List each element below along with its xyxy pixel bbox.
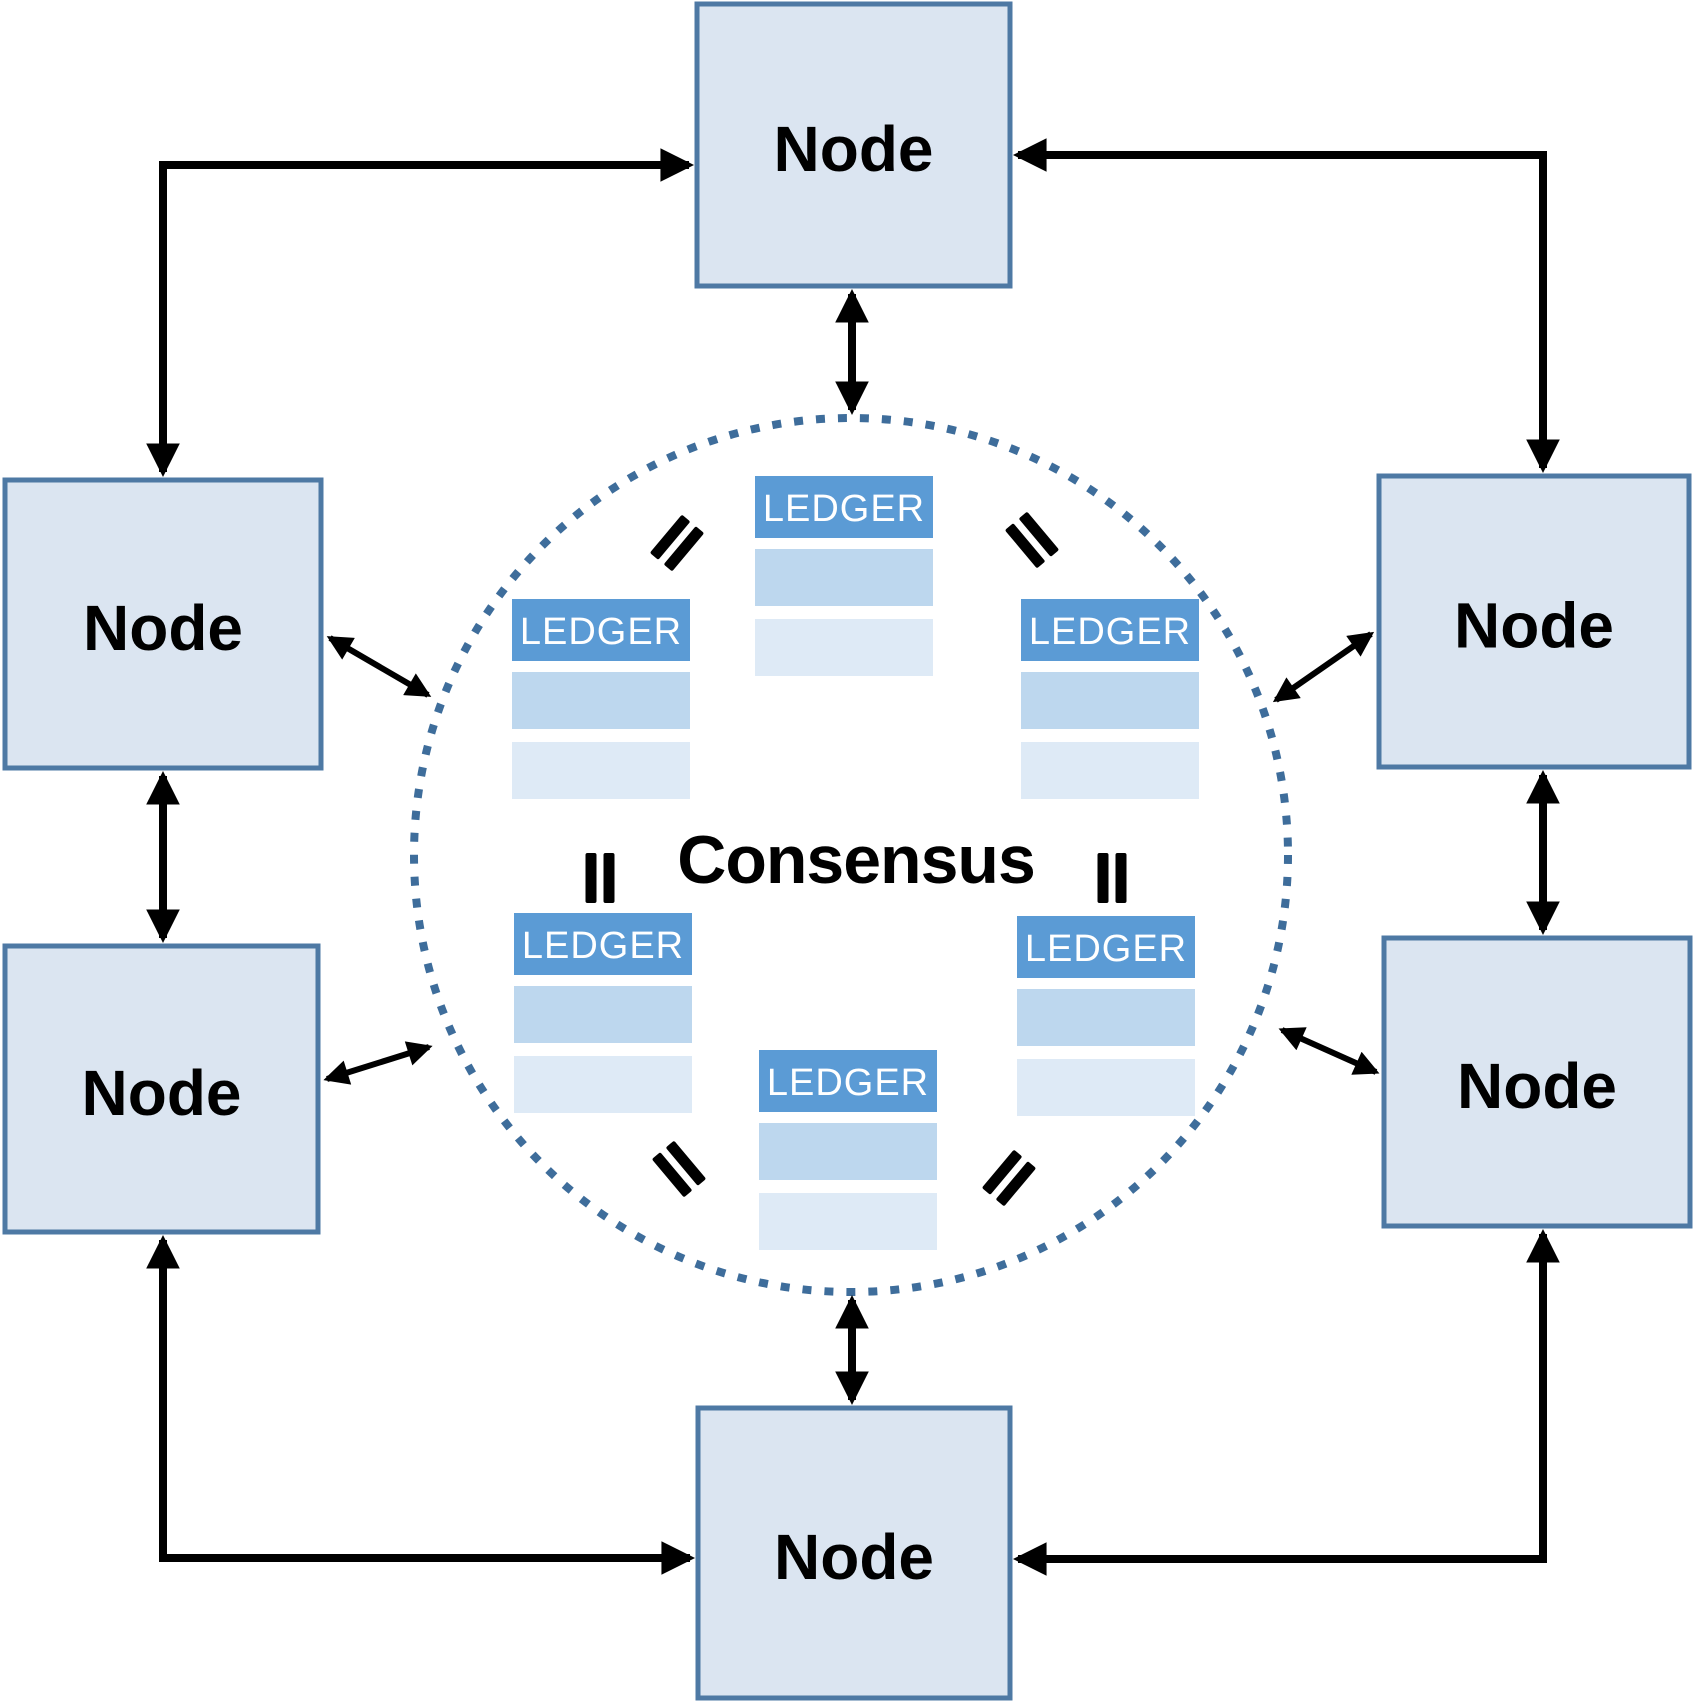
node-label-upper-right: Node (1454, 590, 1614, 662)
ledger-row1-upper-left (512, 672, 690, 729)
ledger-top-center: LEDGER (755, 476, 933, 676)
node-label-upper-left: Node (83, 592, 243, 664)
ledger-header-upper-right (1021, 599, 1199, 661)
node-box-lower-left (2, 943, 321, 1235)
node-label-top: Node (774, 113, 934, 185)
node-box-bottom (695, 1405, 1013, 1701)
ledger-row2-upper-right (1021, 742, 1199, 799)
arrow-lower-left-node-circle-link (323, 1041, 433, 1085)
node-label-lower-left: Node (82, 1057, 242, 1129)
equals-bar (1115, 853, 1127, 903)
ledger-row2-upper-left (512, 742, 690, 799)
equals-bar (652, 1152, 692, 1197)
ledger-row1-upper-right (1021, 672, 1199, 729)
ledger-row1-lower-right (1017, 989, 1195, 1046)
node-label-bottom: Node (774, 1521, 934, 1593)
equals-icon-mid-right (1097, 853, 1127, 903)
arrow-corner-top-right (1012, 138, 1560, 474)
equals-icon-mid-left (585, 853, 615, 903)
arrow-corner-bottom-left (146, 1234, 696, 1575)
arrow-corner-bottom-right (1012, 1228, 1560, 1576)
equals-bar (1097, 853, 1109, 903)
ledger-header-upper-left (512, 599, 690, 661)
consensus-label: Consensus (677, 822, 1035, 898)
ledger-upper-left: LEDGER (512, 599, 690, 799)
ledger-row2-lower-left (514, 1056, 692, 1113)
ledger-row1-lower-left (514, 986, 692, 1043)
node-top: Node (694, 1, 1013, 289)
ledger-label-upper-left: LEDGER (520, 611, 682, 653)
ledger-lower-left: LEDGER (514, 913, 692, 1113)
arrow-corner-top-left (146, 148, 695, 478)
equals-bar (666, 1141, 706, 1186)
ledger-label-bottom-center: LEDGER (767, 1062, 929, 1104)
equals-icon-upper-left (650, 515, 704, 571)
equals-bar (1019, 512, 1059, 557)
equals-bar (982, 1150, 1022, 1195)
node-box-top (694, 1, 1013, 289)
node-lower-right: Node (1381, 935, 1693, 1229)
ledger-row1-bottom-center (759, 1123, 937, 1180)
equals-icon-lower-left (652, 1141, 706, 1197)
ledger-header-bottom-center (759, 1050, 937, 1112)
ledger-label-top-center: LEDGER (763, 488, 925, 530)
equals-icon-upper-right (1005, 512, 1059, 568)
node-box-lower-right (1381, 935, 1693, 1229)
equals-bar (585, 853, 597, 903)
ledger-header-lower-left (514, 913, 692, 975)
equals-icon-lower-right (982, 1150, 1036, 1206)
ledger-bottom-center: LEDGER (759, 1050, 937, 1250)
arrow-upper-left-node-circle-link (326, 635, 432, 698)
arrow-upper-right-node-circle-link (1272, 631, 1375, 703)
node-box-upper-right (1376, 473, 1692, 770)
node-bottom: Node (695, 1405, 1013, 1701)
equals-bar (650, 515, 690, 560)
node-upper-right: Node (1376, 473, 1692, 770)
equals-bar (1005, 523, 1045, 568)
ledger-header-top-center (755, 476, 933, 538)
consensus-boundary-circle (410, 414, 1292, 1296)
ledger-row2-lower-right (1017, 1059, 1195, 1116)
ledger-header-lower-right (1017, 916, 1195, 978)
ledger-lower-right: LEDGER (1017, 916, 1195, 1116)
ledger-row1-top-center (755, 549, 933, 606)
ledger-upper-right: LEDGER (1021, 599, 1199, 799)
ledger-label-lower-right: LEDGER (1025, 928, 1187, 970)
equals-bar (996, 1161, 1036, 1206)
ledger-label-upper-right: LEDGER (1029, 611, 1191, 653)
ledger-row2-bottom-center (759, 1193, 937, 1250)
node-label-lower-right: Node (1457, 1050, 1617, 1122)
equals-bar (664, 526, 704, 571)
ledger-label-lower-left: LEDGER (522, 925, 684, 967)
node-lower-left: Node (2, 943, 321, 1235)
arrow-lower-right-node-circle-link (1278, 1027, 1380, 1075)
equals-bar (603, 853, 615, 903)
ledger-row2-top-center (755, 619, 933, 676)
node-box-upper-left (2, 477, 324, 771)
node-upper-left: Node (2, 477, 324, 771)
